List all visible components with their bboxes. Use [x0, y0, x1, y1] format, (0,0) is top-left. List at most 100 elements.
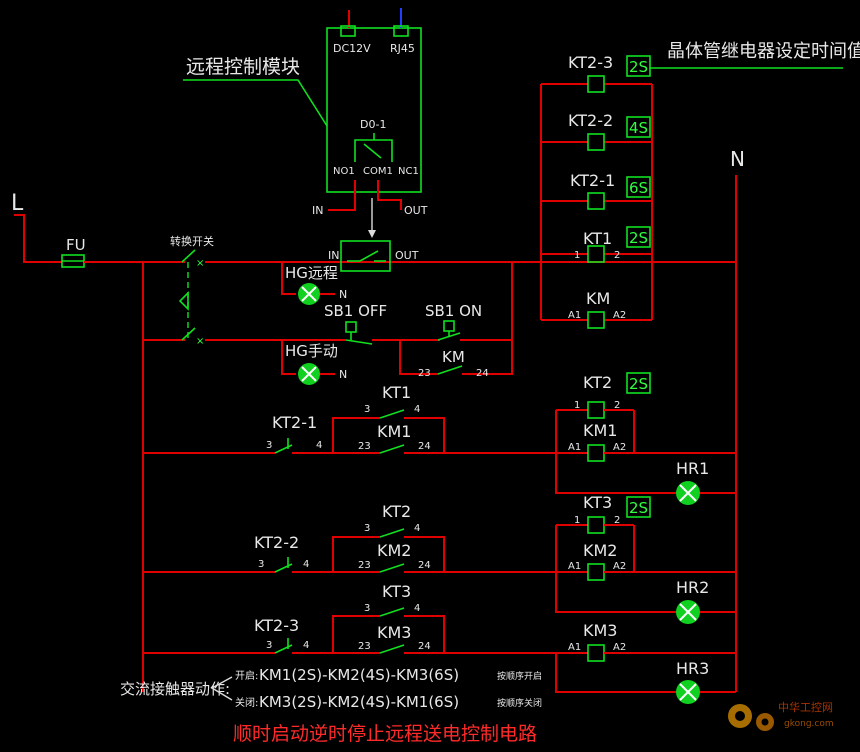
rung1-km-pin23: 23 [358, 441, 371, 452]
svg-text:×: × [196, 258, 204, 269]
module-out-label: OUT [404, 204, 428, 217]
rung1-km-label: KM1 [377, 422, 411, 441]
rj45-port-label: RJ45 [390, 42, 415, 55]
rung1-kt2-pin3: 3 [266, 440, 272, 451]
rung2-kt2-pin4: 4 [303, 559, 309, 570]
rung1-kt-coil [587, 401, 605, 419]
rung3-kt-pin4: 4 [414, 603, 420, 614]
rung1-coil-kt-time: 2S [629, 375, 648, 393]
kt2-3-time: 2S [629, 58, 648, 76]
rung2-km-a1: A1 [568, 561, 581, 572]
com1-label: COM1 [363, 166, 393, 177]
hg-manual-label: HG手动 [285, 342, 338, 360]
remote-control-module: DC12V RJ45 D0-1 NO1 COM1 NC1 IN OUT 远程控制… [183, 8, 428, 238]
dc12v-port-label: DC12V [333, 42, 371, 55]
rung1-kt-pin3: 3 [364, 404, 370, 415]
sb1-off-label: SB1 OFF [324, 302, 387, 320]
rung1-coil-km-label: KM1 [583, 421, 617, 440]
rung2-coil-km-label: KM2 [583, 541, 617, 560]
rung1-km-a1: A1 [568, 442, 581, 453]
rung2-km-label: KM2 [377, 541, 411, 560]
kt2-1-label: KT2-1 [570, 171, 615, 190]
contactor-coil-km: KM A1 A2 [568, 289, 626, 329]
timer-coil-kt2-3: KT2-3 2S [568, 53, 651, 93]
rung1-kt-label: KT1 [382, 383, 411, 402]
rung-1: KT2-1 3 4 KT1 3 4 KM1 23 24 KT2 2S 1 2 K… [143, 372, 736, 505]
rung2-coil-pin1: 1 [574, 515, 580, 526]
hr3-label: HR3 [676, 659, 709, 678]
lamp-hr3: HR3 [676, 659, 709, 704]
rung3-kt2-label: KT2-3 [254, 616, 299, 635]
sb1-off-button[interactable]: SB1 OFF [324, 302, 387, 345]
rung2-km-pin24: 24 [418, 560, 431, 571]
open-suffix: 按顺序开启 [497, 670, 542, 682]
rung3-kt2-pin3: 3 [266, 640, 272, 651]
rung2-kt-label: KT2 [382, 502, 411, 521]
module-in-label: IN [312, 204, 323, 217]
km-pin-a1: A1 [568, 310, 581, 321]
rung1-km-a2: A2 [613, 442, 626, 453]
rung2-kt-pin4: 4 [414, 523, 420, 534]
rung3-kt-label: KT3 [382, 582, 411, 601]
watermark-url: gkong.com [784, 719, 834, 729]
action-note-label: 交流接触器动作: [120, 680, 230, 698]
relay-d0-1-label: D0-1 [360, 118, 386, 131]
selector-switch[interactable]: 转换开关 × × [143, 234, 530, 347]
rung2-kt-coil [587, 516, 605, 534]
rung-3: KT2-3 3 4 KT3 3 4 KM3 23 24 KM3 A1 A2 HR… [143, 582, 736, 704]
timer-coil-kt2-1: KT2-1 6S [570, 171, 651, 210]
line-l-label: L [11, 191, 24, 216]
lamp-hr1: HR1 [676, 459, 709, 505]
rung-2: KT2-2 3 4 KT2 3 4 KM2 23 24 KT3 2S 1 2 K… [143, 493, 736, 624]
rung2-coil-pin2: 2 [614, 515, 620, 526]
timer-coil-kt2-2: KT2-2 4S [568, 111, 651, 151]
hr2-label: HR2 [676, 578, 709, 597]
kt2-1-time: 6S [629, 179, 648, 197]
close-sequence: KM3(2S)-KM2(4S)-KM1(6S) [259, 693, 459, 711]
no1-label: NO1 [333, 166, 355, 177]
timer-setting-note: 晶体管继电器设定时间值 [667, 41, 860, 62]
rung2-km-pin23: 23 [358, 560, 371, 571]
hr1-label: HR1 [676, 459, 709, 478]
rung3-km-pin23: 23 [358, 641, 371, 652]
rung3-km-coil [587, 644, 605, 662]
open-sequence: KM1(2S)-KM2(4S)-KM3(6S) [259, 666, 459, 684]
watermark-site: 中华工控网 [778, 700, 833, 714]
hg-remote-label: HG远程 [285, 264, 338, 282]
rung3-kt2-pin4: 4 [303, 640, 309, 651]
rung3-kt-pin3: 3 [364, 603, 370, 614]
nc1-label: NC1 [398, 166, 419, 177]
rung3-km-a2: A2 [613, 642, 626, 653]
rung2-km-a2: A2 [613, 561, 626, 572]
hg-remote-n: N [339, 288, 347, 301]
rung3-km-label: KM3 [377, 623, 411, 642]
km-pin-23: 23 [418, 368, 431, 379]
rung2-coil-kt-time: 2S [629, 499, 648, 517]
action-note: 交流接触器动作: 开启: KM1(2S)-KM2(4S)-KM3(6S) 按顺序… [120, 666, 542, 711]
km-coil-label: KM [586, 289, 610, 308]
rung1-km-pin24: 24 [418, 441, 431, 452]
km-pin-a2: A2 [613, 310, 626, 321]
selector-label: 转换开关 [170, 234, 214, 248]
fuse-label: FU [66, 236, 86, 254]
rung1-coil-kt-label: KT2 [583, 373, 612, 392]
rung3-km-pin24: 24 [418, 641, 431, 652]
close-suffix: 按顺序关闭 [497, 697, 542, 709]
close-prefix: 关闭: [235, 696, 258, 709]
rung2-kt2-pin3: 3 [258, 559, 264, 570]
rung1-coil-pin1: 1 [574, 400, 580, 411]
rung2-kt-pin3: 3 [364, 523, 370, 534]
lamp-hr2: HR2 [676, 578, 709, 624]
svg-text:×: × [196, 336, 204, 347]
timer-coil-kt1: KT1 2S 1 2 [574, 226, 651, 263]
rung1-kt2-label: KT2-1 [272, 413, 317, 432]
kt1-label: KT1 [583, 229, 612, 248]
rung2-coil-kt-label: KT3 [583, 493, 612, 512]
sb1-on-button[interactable]: SB1 ON [425, 302, 482, 341]
hg-manual-lamp: HG手动 N [281, 340, 347, 385]
hg-manual-n: N [339, 368, 347, 381]
remote-module-title: 远程控制模块 [186, 56, 300, 78]
rung2-km-coil [587, 563, 605, 581]
neutral-n-label: N [730, 147, 745, 171]
